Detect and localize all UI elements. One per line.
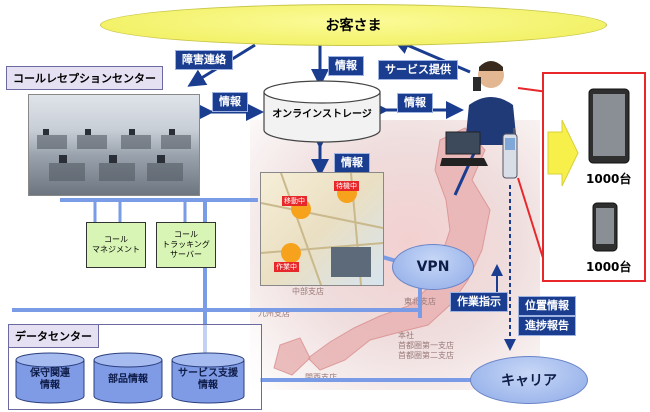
- map-label-chubu: 中部支店: [292, 287, 324, 296]
- map-label-shutoken1: 首都圏第一支店: [398, 341, 454, 350]
- db-parts-label: 部品情報: [108, 374, 148, 385]
- db-maintenance-label: 保守関連 情報: [30, 368, 70, 391]
- yellow-arrow: [547, 119, 579, 187]
- db-parts-cylinder: [93, 352, 163, 404]
- vpn-label: VPN: [416, 259, 450, 275]
- tablet-image: [588, 88, 630, 164]
- status-moving: 移動中: [282, 196, 307, 206]
- tag-info-bottom: 情報: [334, 153, 370, 173]
- data-center-label: データセンター: [8, 324, 99, 348]
- tag-info-top: 情報: [328, 56, 364, 76]
- map-label-honsha: 本社: [398, 331, 414, 340]
- online-storage-cylinder: [263, 80, 381, 143]
- phone-image: [592, 202, 618, 252]
- status-working: 作業中: [274, 262, 299, 272]
- tablet-count: 1000台: [586, 172, 632, 186]
- call-center-photo: [28, 94, 200, 196]
- laptop-image: [440, 131, 488, 166]
- carrier-ellipse: キャリア: [470, 356, 588, 404]
- map-label-kansai: 関西支店: [305, 373, 337, 382]
- phone-count: 1000台: [586, 260, 632, 274]
- map-label-kyushu: 九州支店: [258, 309, 290, 318]
- online-storage-label: オンラインストレージ: [272, 109, 372, 120]
- status-waiting: 待機中: [334, 181, 359, 191]
- working-marker: [281, 243, 301, 263]
- field-worker-image: [331, 247, 371, 277]
- vpn-ellipse: VPN: [392, 244, 474, 290]
- call-tracking-server-box: コール トラッキング サーバー: [156, 222, 216, 268]
- map-label-shutoken2: 首都圏第二支店: [398, 351, 454, 360]
- customers-label: お客さま: [325, 18, 382, 34]
- tag-location-info: 位置情報: [518, 296, 576, 316]
- tag-info-right: 情報: [397, 93, 433, 113]
- field-map-panel: [260, 172, 384, 286]
- tag-service-provision: サービス提供: [378, 60, 458, 80]
- db-maintenance-cylinder: [15, 352, 85, 404]
- tag-fault-contact: 障害連絡: [175, 50, 233, 70]
- db-service-support-cylinder: [171, 352, 245, 404]
- arrow-service-provision: [391, 37, 471, 74]
- call-center-label: コールレセプションセンター: [6, 66, 163, 90]
- tag-work-instruction: 作業指示: [450, 292, 508, 312]
- customers-ellipse: お客さま: [100, 4, 607, 46]
- db-service-support-label: サービス支援 情報: [178, 368, 238, 391]
- mobile-phone-image: [502, 128, 518, 179]
- tag-info-left: 情報: [212, 92, 248, 112]
- tag-progress-report: 進捗報告: [518, 316, 576, 336]
- carrier-label: キャリア: [501, 373, 557, 389]
- call-management-box: コール マネジメント: [86, 222, 146, 268]
